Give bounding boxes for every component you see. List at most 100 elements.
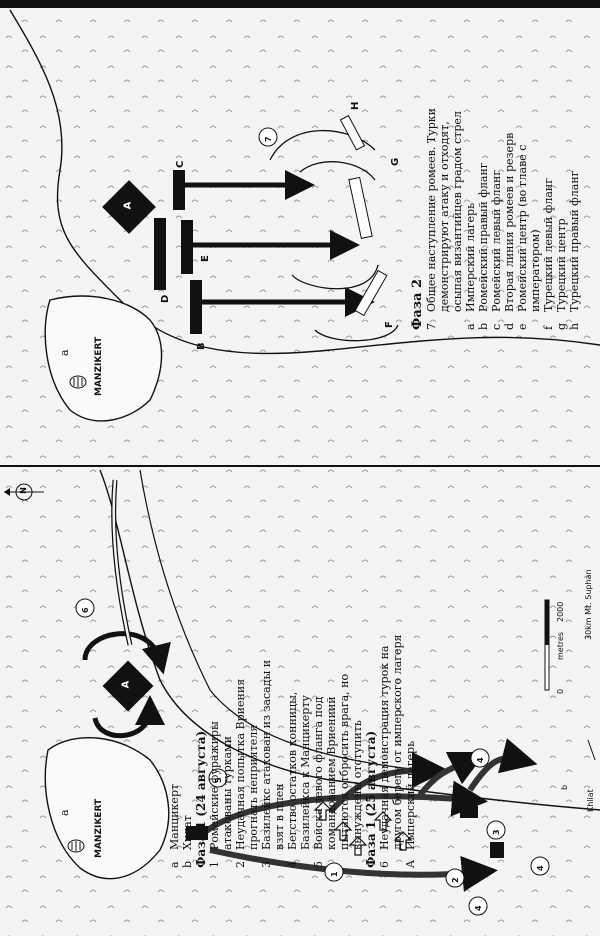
- town-marker-upper: a: [58, 349, 71, 356]
- phase2-item-key: b: [477, 322, 490, 330]
- unit-d: [154, 218, 166, 290]
- phase2-item-row: d Вторая линия ромеев и резерв: [503, 108, 516, 330]
- circle-label-4b: 4: [536, 865, 545, 871]
- phase2-item-text: Турецкий левый фланг: [542, 178, 555, 312]
- unit-f: [354, 269, 388, 317]
- phase1-key-key: b: [181, 860, 194, 868]
- unit-label-c: C: [175, 160, 186, 168]
- phase2-item-row: f Турецкий левый фланг: [542, 108, 555, 330]
- scale-zero: 0: [556, 688, 565, 694]
- circle-label-2: 2: [451, 877, 460, 883]
- phase1-title-2: Фаза 1 (25 августа): [364, 730, 378, 868]
- unit-g: [348, 176, 373, 239]
- phase1-item-key: A: [404, 860, 417, 868]
- phase1-key-row: a Манцикерт: [168, 635, 181, 868]
- b-mark: b: [560, 784, 569, 790]
- phase2-item-text: Ромейский левый фланг: [490, 169, 503, 312]
- circle-7: [258, 127, 278, 147]
- phase2-item-text: Вторая линия ромеев и резерв: [503, 132, 516, 312]
- top-border: [0, 0, 600, 8]
- unit-label-d: D: [160, 294, 171, 303]
- phase2-item-key: f: [542, 325, 555, 330]
- scale-max: 2000: [556, 601, 565, 622]
- town-label-upper: MANZIKERT: [94, 336, 104, 396]
- phase1-item-row: A Имперский лагерь: [404, 635, 417, 868]
- phase2-item-text: Турецкий центр: [555, 218, 568, 312]
- phase1-item-text: Бегство остатков конницы,Базилейкса к Ма…: [286, 691, 312, 850]
- phase1-key-row: b Хилат: [181, 635, 194, 868]
- phase2-item-key: g: [555, 322, 568, 330]
- phase1-item-row: 4 Бегство остатков конницы,Базилейкса к М…: [286, 635, 312, 868]
- town-label-lower: MANZIKERT: [94, 798, 104, 858]
- phase1-item-key: 4: [286, 861, 299, 868]
- phase2-item-key: h: [568, 322, 581, 330]
- phase1-key-text: Хилат: [181, 815, 194, 850]
- phase2-item-row: c Ромейский левый фланг: [490, 108, 503, 330]
- phase2-item-text: Ромейский правый фланг: [477, 162, 490, 312]
- circle-label-5: 5: [214, 777, 223, 783]
- camp-square-upper: [102, 180, 156, 234]
- phase2-item-key: c: [490, 323, 503, 330]
- phase2-item-row: h Турецкий правый фланг: [568, 108, 581, 330]
- phase1-item-key: 3: [260, 861, 273, 868]
- phase1-item-key: 6: [378, 861, 391, 868]
- camp-label-lower: A: [120, 680, 132, 689]
- unit-h: [339, 114, 366, 151]
- circle-6: [75, 598, 95, 618]
- circle-label-7: 7: [264, 136, 273, 142]
- khliat-label: Khliat: [586, 789, 595, 812]
- phase1-item-key: 2: [234, 861, 247, 868]
- circle-label-1: 1: [330, 871, 339, 877]
- unit-block-a: [460, 806, 478, 818]
- unit-b: [190, 280, 202, 334]
- scale-bar: [544, 599, 550, 691]
- compass-letter: N: [18, 487, 28, 494]
- phase1-item-text: Имперский лагерь: [404, 740, 417, 850]
- circle-label-6: 6: [81, 607, 90, 613]
- camp-label-upper: A: [122, 201, 134, 210]
- phase2-item-row: b Ромейский правый фланг: [477, 108, 490, 330]
- scale-unit: metres: [556, 631, 565, 660]
- phase2-item-text: Турецкий правый фланг: [568, 170, 581, 312]
- phase2-item-key: 7: [425, 323, 438, 330]
- unit-block-5: [186, 826, 208, 840]
- unit-label-g: G: [390, 157, 401, 166]
- circle-label-4c: 4: [474, 905, 483, 911]
- unit-label-e: E: [200, 255, 211, 262]
- phase1-item-key: 5: [312, 861, 325, 868]
- unit-label-h: H: [350, 101, 361, 110]
- phase2-item-key: d: [503, 322, 516, 330]
- distance-note: 30km Mt. Suphan: [584, 569, 593, 640]
- circle-label-4a: 4: [476, 757, 485, 763]
- phase1-key-text: Манцикерт: [168, 783, 181, 850]
- phase2-item-key: e: [516, 323, 529, 330]
- phase2-title: Фаза 2: [410, 278, 425, 330]
- phase2-item-key: a: [464, 323, 477, 330]
- circle-label-3: 3: [492, 829, 501, 835]
- unit-label-b: B: [196, 342, 207, 350]
- unit-label-f: F: [384, 321, 395, 328]
- phase1-key-key: a: [168, 861, 181, 868]
- town-outline-upper: [44, 295, 163, 422]
